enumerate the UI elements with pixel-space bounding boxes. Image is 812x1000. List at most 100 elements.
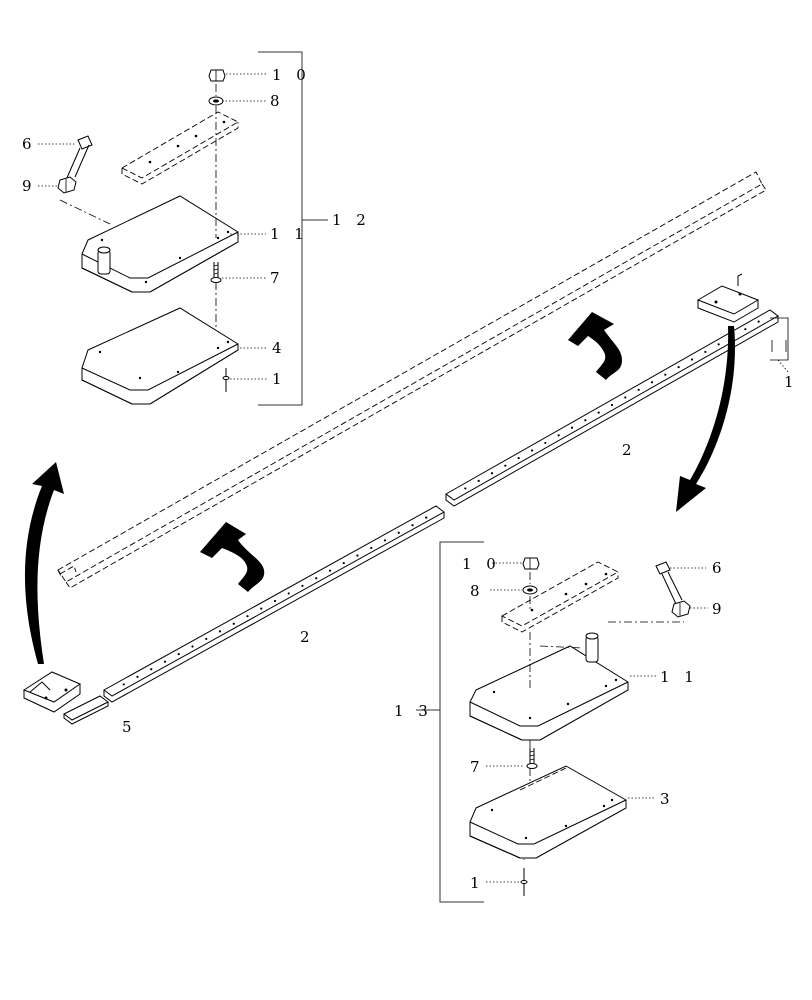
rivet-1-bottom — [520, 868, 528, 896]
label-bot-6: 6 — [712, 559, 727, 577]
strip-hole — [530, 449, 534, 452]
label-top-7: 7 — [270, 269, 285, 287]
label-strip-2-lower: 2 — [300, 628, 315, 646]
strip-hole — [342, 561, 345, 565]
label-bot-11: 1 1 — [660, 668, 699, 686]
bolt-6-top — [65, 135, 93, 181]
label-bot-10: 1 0 — [462, 555, 501, 573]
strip-hole — [232, 622, 235, 625]
rivet-1-top — [222, 368, 230, 392]
knife-strip-upper — [445, 309, 779, 507]
strip-hole — [356, 554, 359, 557]
end-bracket-right — [696, 273, 789, 373]
wave-arrow-lower — [200, 522, 265, 592]
label-bot-3: 3 — [660, 790, 675, 808]
plate-4-top — [81, 307, 239, 405]
curved-arrow-left — [24, 462, 64, 664]
strip-hole — [584, 419, 587, 422]
screw-7-bottom — [526, 748, 538, 769]
strip-hole — [704, 350, 707, 354]
strip-hole — [370, 546, 373, 550]
strip-5 — [63, 695, 109, 725]
strip-hole — [218, 630, 222, 633]
strip-hole — [328, 569, 332, 572]
label-right-1: 1 — [784, 373, 799, 391]
label-top-1: 1 — [272, 370, 287, 388]
strip-hole — [464, 487, 467, 490]
nut-10-top — [208, 69, 226, 82]
label-top-9: 9 — [22, 177, 37, 195]
strip-hole — [490, 472, 494, 475]
strip-hole — [177, 652, 180, 656]
assembly-12 — [38, 51, 328, 406]
strip-hole — [136, 675, 139, 678]
plate-11-top — [59, 195, 239, 293]
bracket-13 — [416, 541, 484, 903]
backing-bar-bottom — [501, 561, 619, 633]
end-bracket-left — [22, 671, 82, 713]
strip-hole — [260, 607, 263, 610]
strip-hole — [597, 411, 600, 414]
strip-hole — [191, 645, 194, 648]
label-top-8: 8 — [270, 92, 285, 110]
bracket-12 — [258, 51, 328, 406]
strip-hole — [650, 381, 654, 384]
curved-arrow-right — [676, 326, 736, 512]
strip-hole — [637, 388, 640, 391]
strip-hole — [544, 441, 547, 445]
strip-hole — [273, 599, 277, 603]
strip-hole — [425, 516, 428, 519]
strip-hole — [163, 660, 167, 663]
strip-hole — [624, 396, 627, 399]
knife-strip-lower — [103, 505, 445, 703]
label-top-4: 4 — [272, 339, 287, 357]
label-bot-9: 9 — [712, 600, 727, 618]
label-top-6: 6 — [22, 135, 37, 153]
label-top-10: 1 0 — [272, 66, 311, 84]
strip-hole — [610, 403, 614, 407]
wave-arrow-upper — [568, 312, 622, 380]
strip-hole — [570, 426, 574, 429]
strip-hole — [664, 373, 667, 376]
strip-hole — [383, 539, 387, 542]
strip-hole — [717, 343, 720, 346]
strip-hole — [205, 637, 208, 641]
plate-3-bottom — [469, 765, 627, 859]
backing-bar-top — [121, 111, 239, 185]
label-top-12: 1 2 — [332, 211, 371, 229]
strip-hole — [557, 434, 560, 437]
strip-hole — [301, 584, 304, 587]
strip-hole — [677, 365, 680, 369]
strip-hole — [397, 531, 400, 534]
label-top-11: 1 1 — [270, 225, 309, 243]
label-bot-13: 1 3 — [394, 702, 433, 720]
assembly-13 — [416, 541, 708, 903]
label-strip-2-upper: 2 — [622, 441, 637, 459]
part-labels: 1 0 8 6 9 1 1 1 2 7 4 1 1 2 2 5 1 0 8 6 … — [22, 66, 799, 892]
strip-hole — [744, 328, 747, 331]
strip-hole — [150, 668, 153, 671]
strip-hole — [122, 683, 125, 686]
plate-11-bottom — [469, 621, 684, 741]
label-bot-1: 1 — [470, 874, 485, 892]
bolt-6-bottom — [655, 561, 683, 605]
strip-hole — [246, 615, 249, 618]
strip-hole — [315, 577, 318, 580]
strip-hole — [411, 524, 414, 527]
nut-10-bottom — [522, 557, 540, 570]
ghost-strip-dashed — [57, 171, 767, 589]
strip-hole — [504, 464, 507, 467]
label-part-5: 5 — [122, 718, 137, 736]
strip-hole — [690, 358, 694, 361]
nut-9-top — [57, 176, 77, 194]
label-bot-8: 8 — [470, 582, 485, 600]
strip-hole — [287, 592, 290, 595]
strip-hole — [517, 456, 520, 460]
screw-7-top — [210, 262, 222, 283]
strip-hole — [477, 479, 480, 482]
nut-9-bottom — [671, 600, 691, 618]
strip-hole — [757, 320, 760, 323]
label-bot-7: 7 — [470, 758, 485, 776]
